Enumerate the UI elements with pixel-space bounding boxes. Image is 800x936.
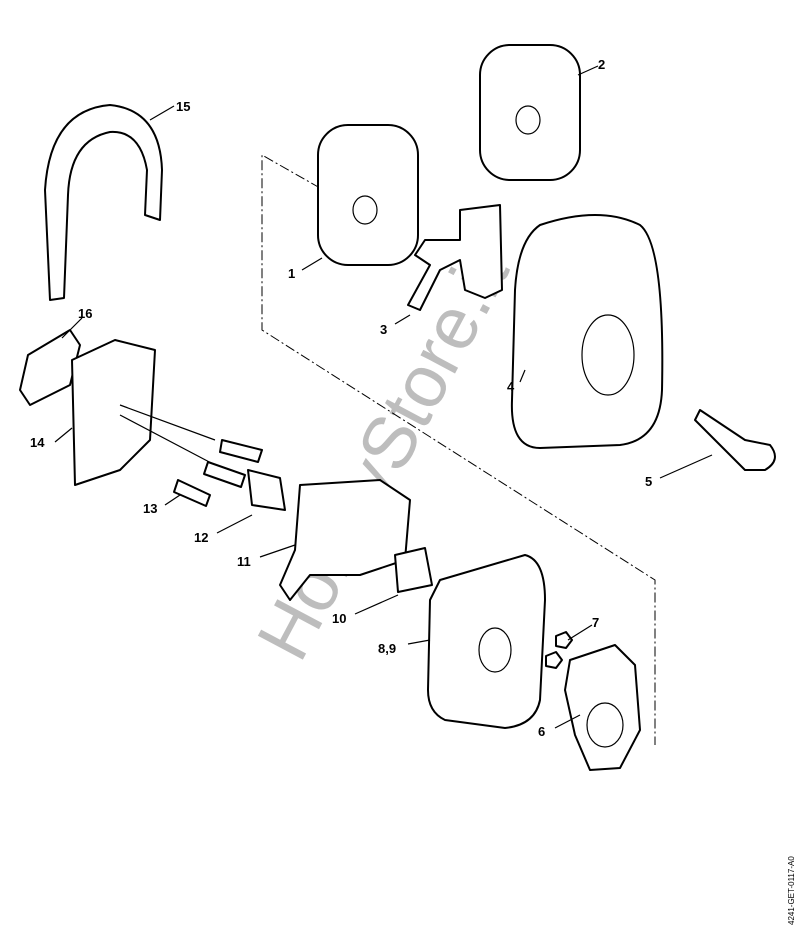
part-13-screw — [173, 479, 211, 507]
holder-opening — [586, 702, 624, 748]
assembly-boundary — [261, 154, 656, 745]
callout-1: 1 — [288, 266, 295, 281]
callout-8-9: 8,9 — [378, 641, 396, 656]
part-2-filter — [479, 44, 581, 181]
callout-13: 13 — [143, 501, 157, 516]
part-16-gasket — [19, 329, 81, 406]
part-14-flange — [71, 339, 156, 486]
filter-hole — [352, 195, 378, 225]
part-3-choke — [407, 204, 503, 311]
part-5-knob — [694, 409, 776, 471]
callout-7: 7 — [592, 615, 599, 630]
part-15-bracket — [44, 104, 163, 301]
part-7-nut — [545, 651, 563, 669]
cover-opening — [581, 314, 635, 396]
part-7-nut — [555, 631, 573, 649]
part-11-carburettor — [279, 479, 411, 601]
part-12-gasket — [247, 469, 286, 511]
callout-4: 4 — [507, 379, 515, 394]
callout-15: 15 — [176, 99, 190, 114]
part-13-screw — [203, 461, 246, 488]
part-10-gasket — [394, 547, 433, 593]
part-6-holder — [564, 644, 641, 771]
callout-16: 16 — [78, 306, 92, 321]
callout-3: 3 — [380, 322, 387, 337]
base-port — [478, 627, 512, 673]
filter-hole — [515, 105, 541, 135]
leader-lines — [54, 65, 713, 729]
callout-10: 10 — [332, 611, 346, 626]
callout-11: 11 — [237, 554, 251, 569]
callout-2: 2 — [598, 57, 605, 72]
callout-12: 12 — [194, 530, 208, 545]
part-1-filter — [317, 124, 419, 266]
stud-bolts — [119, 404, 216, 466]
callout-14: 14 — [30, 435, 45, 450]
diagram-code: 4241-GET-0117-A0 — [787, 856, 796, 925]
callout-5: 5 — [645, 474, 652, 489]
callout-6: 6 — [538, 724, 545, 739]
part-13-screw — [219, 439, 263, 463]
part-8-9-filter-base — [427, 554, 546, 729]
